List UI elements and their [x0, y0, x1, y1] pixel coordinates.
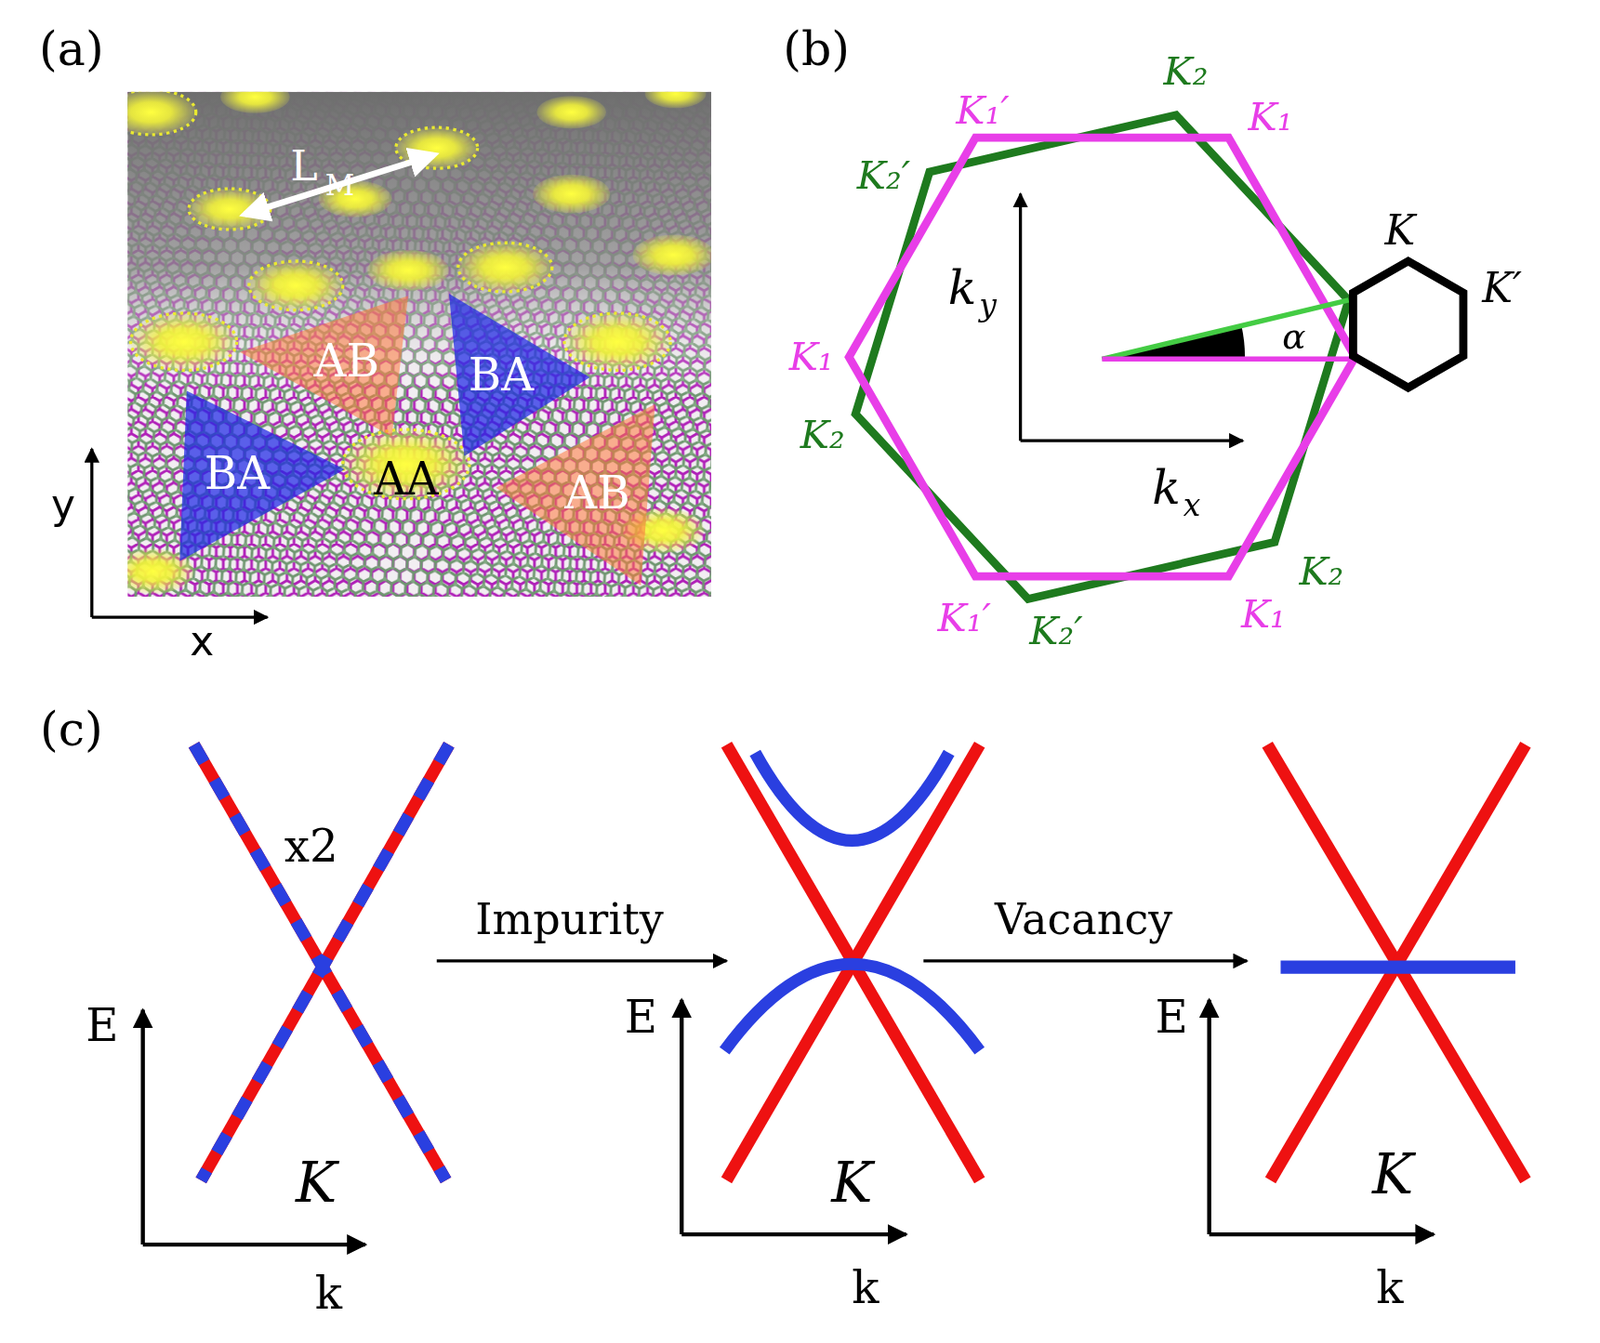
stacking-label: BA: [204, 450, 270, 496]
figure-label: x2: [284, 824, 339, 870]
stacking-label: AB: [564, 470, 630, 516]
figure-label: k: [315, 1271, 343, 1317]
figure-label: L: [290, 145, 318, 187]
stacking-region: AB: [495, 404, 655, 586]
stacking-region: BA: [449, 293, 590, 457]
band-plots: [143, 744, 1526, 1245]
figure-label: K: [1385, 210, 1416, 252]
figure-label: E: [85, 1003, 119, 1048]
figure-label: K₂: [1163, 52, 1208, 92]
figure-label: (c): [39, 706, 104, 754]
figure-label: AA: [373, 457, 439, 503]
figure-label: K₂′: [1029, 610, 1083, 650]
figure-label: M: [325, 171, 355, 200]
lattice-illustration: [127, 92, 712, 597]
figure-label: K₂: [800, 415, 846, 455]
figure-label: k: [1151, 463, 1181, 511]
moire-blobs: [127, 92, 712, 595]
stacking-label: AB: [314, 339, 380, 384]
figure-label: Impurity: [475, 899, 663, 942]
figure-label: k: [1375, 1265, 1403, 1310]
figure-label: K₁: [1248, 97, 1294, 137]
figure-label: x: [1183, 490, 1202, 522]
figure-label: K₁: [1241, 595, 1286, 635]
figure-label: y: [978, 290, 997, 322]
period-arrow: [244, 155, 434, 215]
figure-label: y: [51, 483, 76, 525]
figure-label: K′: [1481, 267, 1522, 309]
figure-label: K₁: [789, 337, 834, 377]
stacking-region: AB: [239, 295, 409, 437]
figure-label: K₂′: [857, 156, 911, 196]
figure-label: K₁′: [938, 598, 992, 638]
figure-label: (a): [39, 25, 105, 72]
figure-label: K₂: [1298, 552, 1344, 592]
figure-label: E: [1154, 994, 1188, 1040]
figure-label: (b): [782, 25, 850, 72]
figure-label: E: [624, 994, 658, 1040]
figure-label: K₁′: [955, 91, 1009, 131]
figure-label: x: [189, 620, 214, 662]
figure-label: k: [851, 1265, 879, 1310]
figure-label: k: [948, 264, 978, 311]
stacking-label: BA: [468, 353, 534, 398]
figure-label: Vacancy: [994, 899, 1173, 942]
figure-label: α: [1282, 319, 1306, 355]
brillouin-zones: [848, 115, 1464, 600]
figure-label: K: [295, 1156, 337, 1212]
stacking-region: BA: [179, 390, 345, 561]
figure-label: K: [1372, 1148, 1414, 1204]
figure-label: K: [831, 1156, 873, 1212]
